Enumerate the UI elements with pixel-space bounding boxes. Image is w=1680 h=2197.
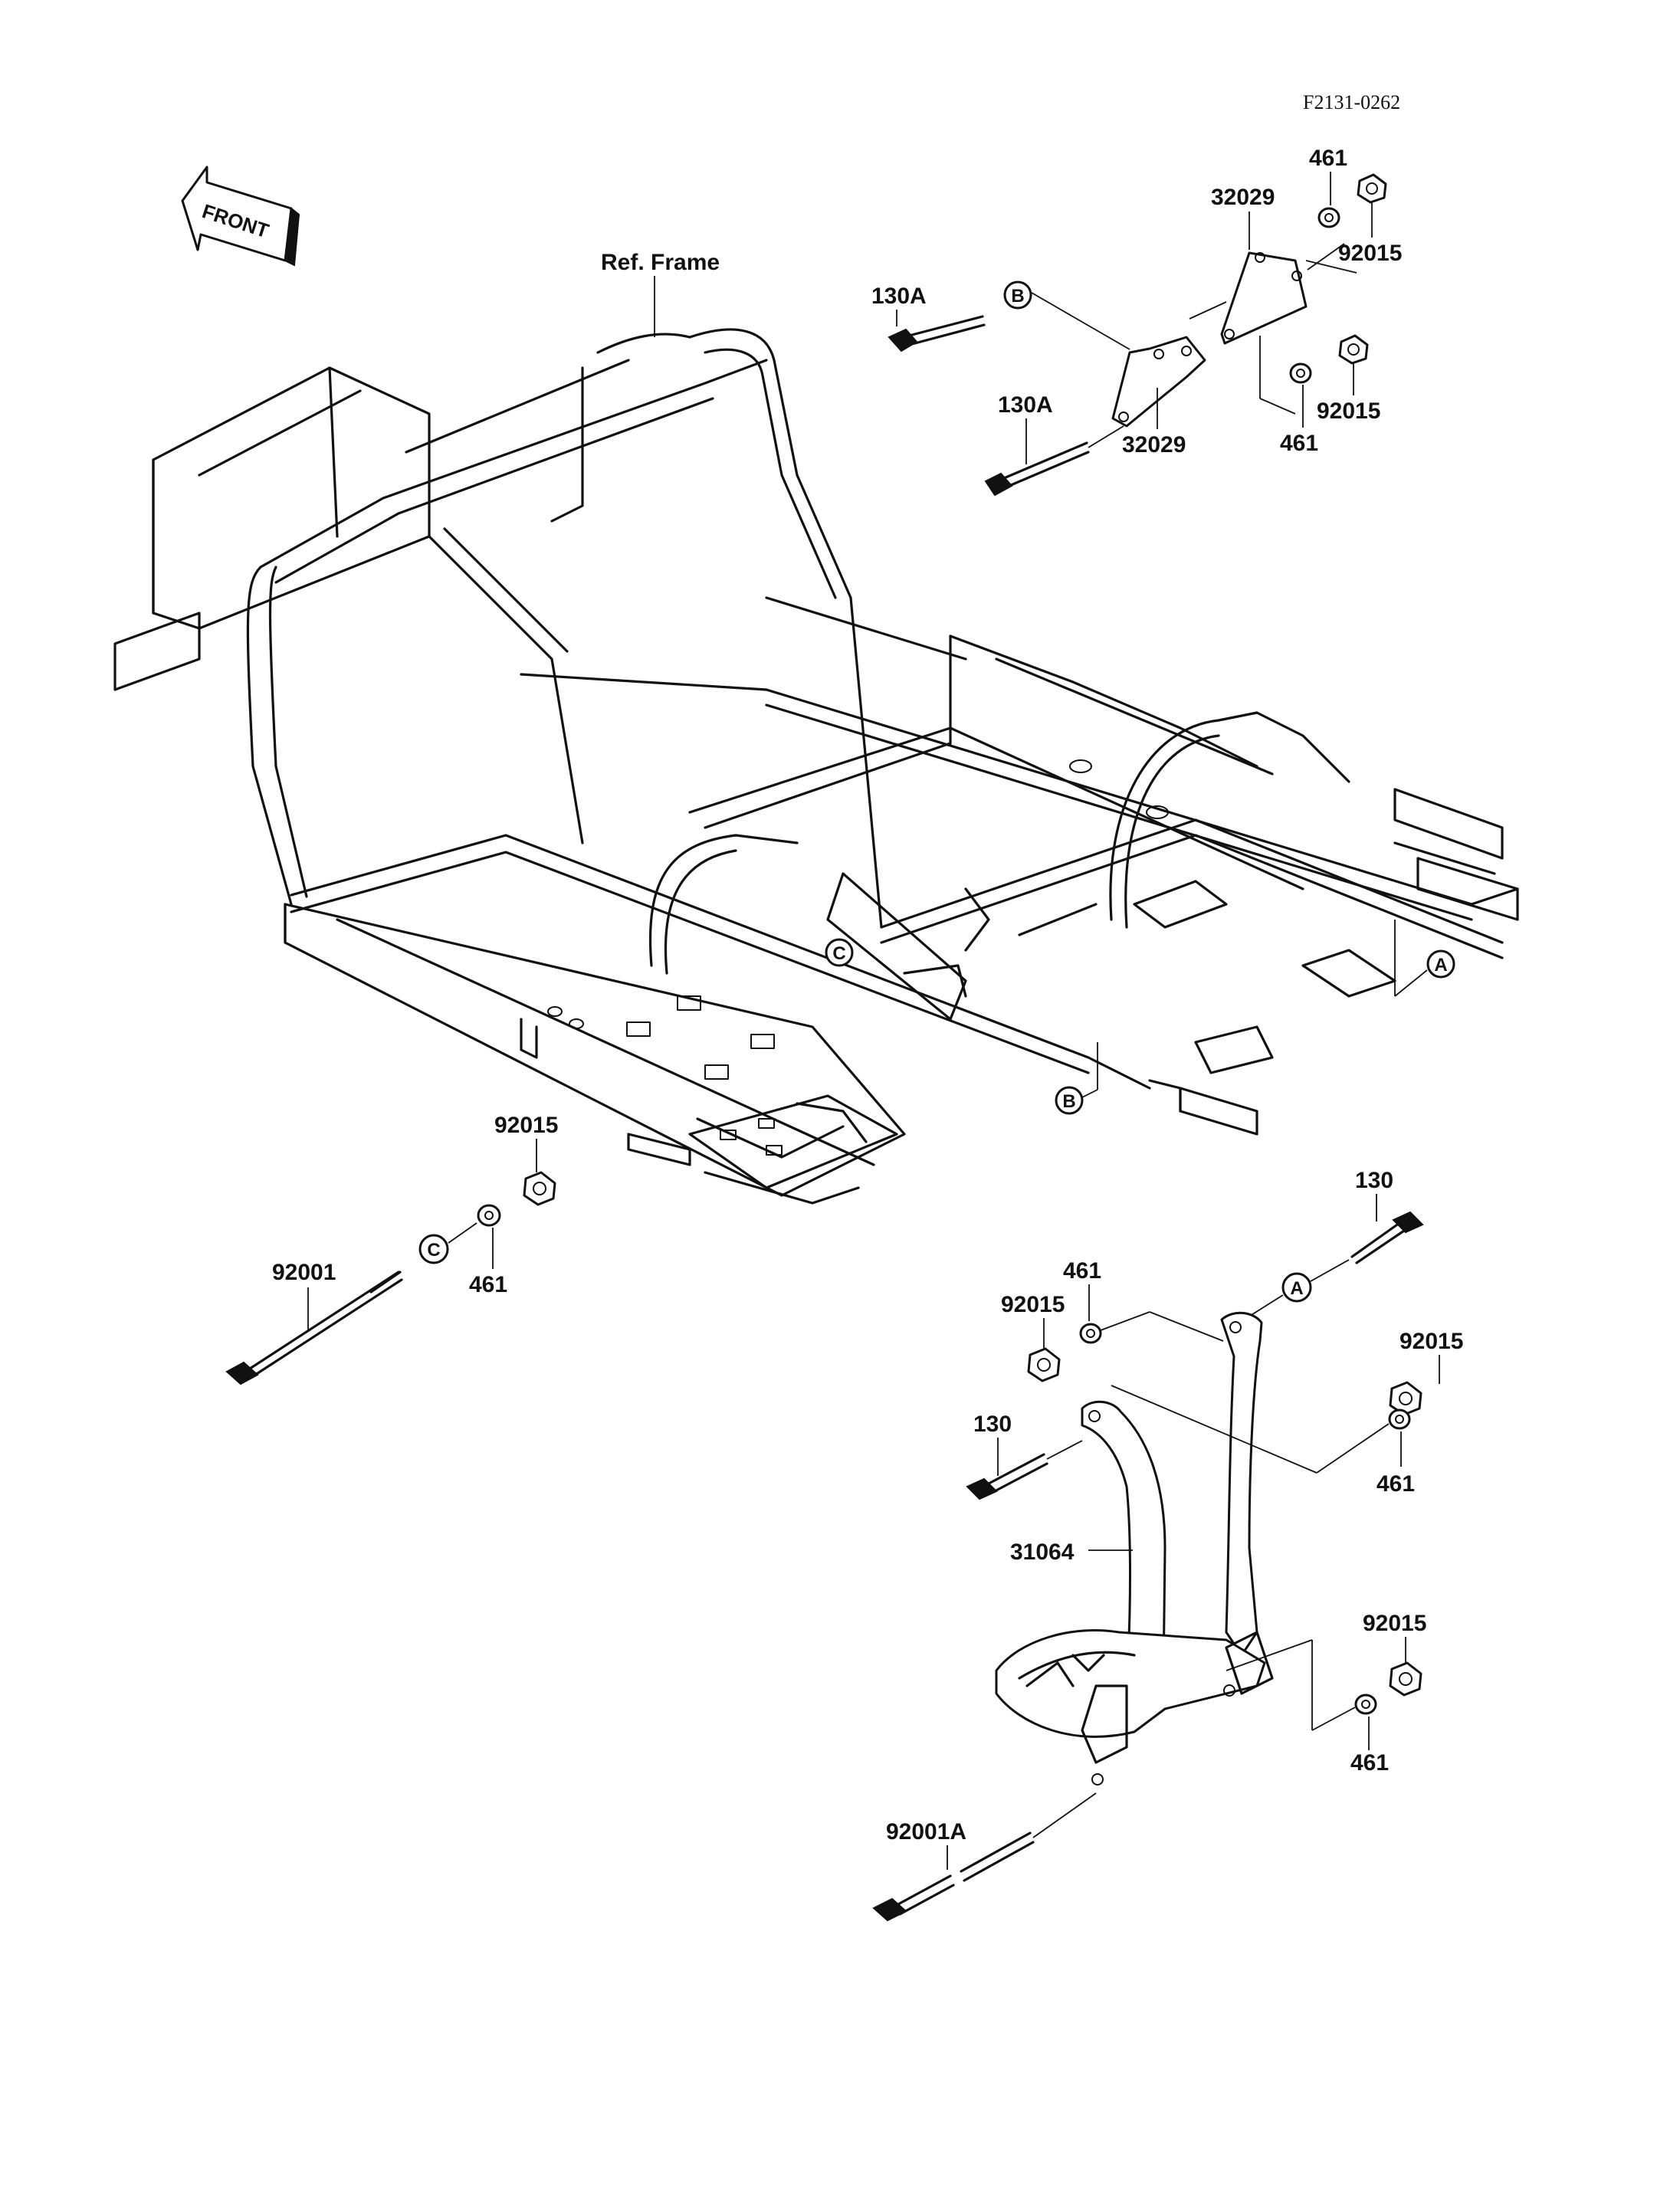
- callout-b-frame: B: [1055, 1042, 1098, 1115]
- label-130-mid: 130: [973, 1412, 1012, 1437]
- washer-461-left: [477, 1204, 501, 1227]
- svg-text:B: B: [1011, 286, 1024, 307]
- label-92015-top: 92015: [1338, 241, 1402, 266]
- washer-461-top: [1317, 207, 1340, 228]
- bolt-130-top: [1350, 1211, 1424, 1264]
- svg-text:A: A: [1290, 1278, 1303, 1299]
- nut-92015-top: [1357, 173, 1387, 204]
- guard-31064: [995, 1311, 1274, 1785]
- main-frame-drawing: [113, 328, 1519, 1205]
- label-130-top: 130: [1355, 1168, 1393, 1193]
- nut-92015-guard-top: [1027, 1347, 1061, 1382]
- label-31064: 31064: [1010, 1540, 1075, 1565]
- label-461-guard-right: 461: [1376, 1471, 1415, 1497]
- bolt-92001: [225, 1271, 403, 1385]
- label-92015-right: 92015: [1317, 398, 1380, 424]
- label-130a-lower: 130A: [998, 392, 1053, 418]
- svg-text:C: C: [832, 943, 845, 964]
- callout-a-guard: A: [1281, 1272, 1312, 1303]
- bracket-32029-upper: [1220, 251, 1308, 345]
- label-130a-upper: 130A: [871, 284, 927, 309]
- nut-92015-guard-low: [1389, 1661, 1422, 1697]
- bolt-130a-upper: [888, 315, 986, 353]
- bracket-32029-lower: [1111, 336, 1206, 428]
- svg-text:B: B: [1062, 1091, 1075, 1112]
- callout-b-upper: B: [1003, 280, 1032, 310]
- label-92015-guard-low: 92015: [1363, 1611, 1426, 1636]
- label-92015-guard-top: 92015: [1001, 1292, 1065, 1317]
- nut-92015-right: [1338, 334, 1369, 365]
- label-92015-left: 92015: [494, 1113, 558, 1138]
- callout-c-left: C: [418, 1234, 449, 1264]
- front-arrow-icon: FRONT: [181, 166, 300, 267]
- label-461-top: 461: [1309, 146, 1347, 171]
- label-461-guard-top: 461: [1063, 1258, 1101, 1284]
- label-92001a: 92001A: [886, 1819, 966, 1844]
- label-32029-lower: 32029: [1122, 432, 1186, 457]
- bolt-92001a: [872, 1831, 1035, 1922]
- label-461-right: 461: [1280, 431, 1318, 456]
- svg-text:A: A: [1434, 955, 1447, 976]
- washer-461-right: [1289, 362, 1312, 384]
- bolt-130-mid: [966, 1453, 1048, 1500]
- washer-461-guard-low: [1354, 1694, 1377, 1715]
- label-461-guard-low: 461: [1350, 1750, 1389, 1776]
- nut-92015-left: [523, 1171, 556, 1206]
- label-461-left: 461: [469, 1272, 507, 1297]
- left-hardware-group: 92015 461 C 92001: [225, 1113, 558, 1385]
- ref-frame-label: Ref. Frame: [601, 250, 720, 275]
- label-92001: 92001: [272, 1260, 336, 1285]
- svg-text:C: C: [427, 1240, 440, 1261]
- washer-461-guard-top: [1079, 1323, 1102, 1344]
- callout-a-frame: A: [1394, 920, 1455, 997]
- label-92015-guard-right: 92015: [1399, 1329, 1463, 1354]
- nut-92015-guard-right: [1389, 1381, 1422, 1416]
- guard-group: 130 A 31064 4: [872, 1168, 1463, 1922]
- bracket-group: 130A B 130A 32029: [871, 146, 1402, 497]
- washer-461-guard-right: [1388, 1408, 1411, 1430]
- bolt-130a-lower: [984, 441, 1090, 497]
- drawing-code: F2131-0262: [1303, 91, 1400, 113]
- callout-c-frame: C: [825, 938, 854, 967]
- label-32029-upper: 32029: [1211, 185, 1275, 210]
